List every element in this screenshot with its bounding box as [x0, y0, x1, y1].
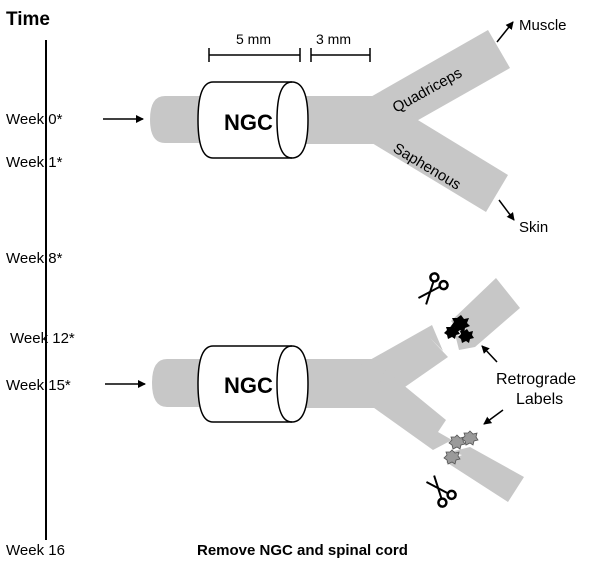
ngc-label-bottom: NGC [224, 373, 273, 398]
ngc-label-top: NGC [224, 110, 273, 135]
muscle-arrow [496, 21, 514, 43]
scissors-icon-upper [417, 272, 449, 305]
retrograde-arrow-lower [483, 409, 504, 425]
retrograde-labels-light [443, 430, 479, 465]
skin-label: Skin [519, 219, 548, 236]
proximal-nerve-stump-bottom [152, 359, 207, 407]
retrograde-labels-text-line2: Labels [516, 391, 563, 408]
bottom-nerve-assembly [152, 278, 524, 502]
distal-nerve-stem [305, 96, 390, 144]
lower-branch-cut-segment [446, 447, 524, 502]
proximal-nerve-stump [150, 96, 205, 143]
retrograde-labels-dark [444, 315, 474, 343]
week-15-label: Week 15* [6, 377, 71, 394]
scissors-icon-lower [425, 475, 457, 508]
retrograde-arrow-upper [481, 345, 498, 363]
saphenous-branch [367, 103, 508, 212]
dimension-gap-length [310, 48, 371, 62]
week-16-label: Week 16 [6, 542, 65, 559]
muscle-label: Muscle [519, 17, 567, 34]
dimension-gap-length-label: 3 mm [316, 31, 351, 47]
lower-branch-proximal-segment [370, 370, 452, 450]
dimension-ngc-length [208, 48, 301, 62]
dimension-ngc-length-label: 5 mm [236, 31, 271, 47]
week-12-label: Week 12* [10, 330, 75, 347]
top-nerve-assembly [150, 30, 510, 212]
week-8-label: Week 8* [6, 250, 63, 267]
ngc-conduit-bottom-rim [276, 345, 293, 423]
skin-arrow [498, 199, 515, 221]
timeline-title: Time [6, 9, 50, 30]
week-1-label: Week 1* [6, 154, 63, 171]
ngc-conduit-top-rim [276, 81, 293, 159]
quadriceps-branch [367, 30, 510, 136]
procedure-caption: Remove NGC and spinal cord [197, 542, 408, 559]
week-0-label: Week 0* [6, 111, 63, 128]
retrograde-labels-text-line1: Retrograde [496, 371, 576, 388]
